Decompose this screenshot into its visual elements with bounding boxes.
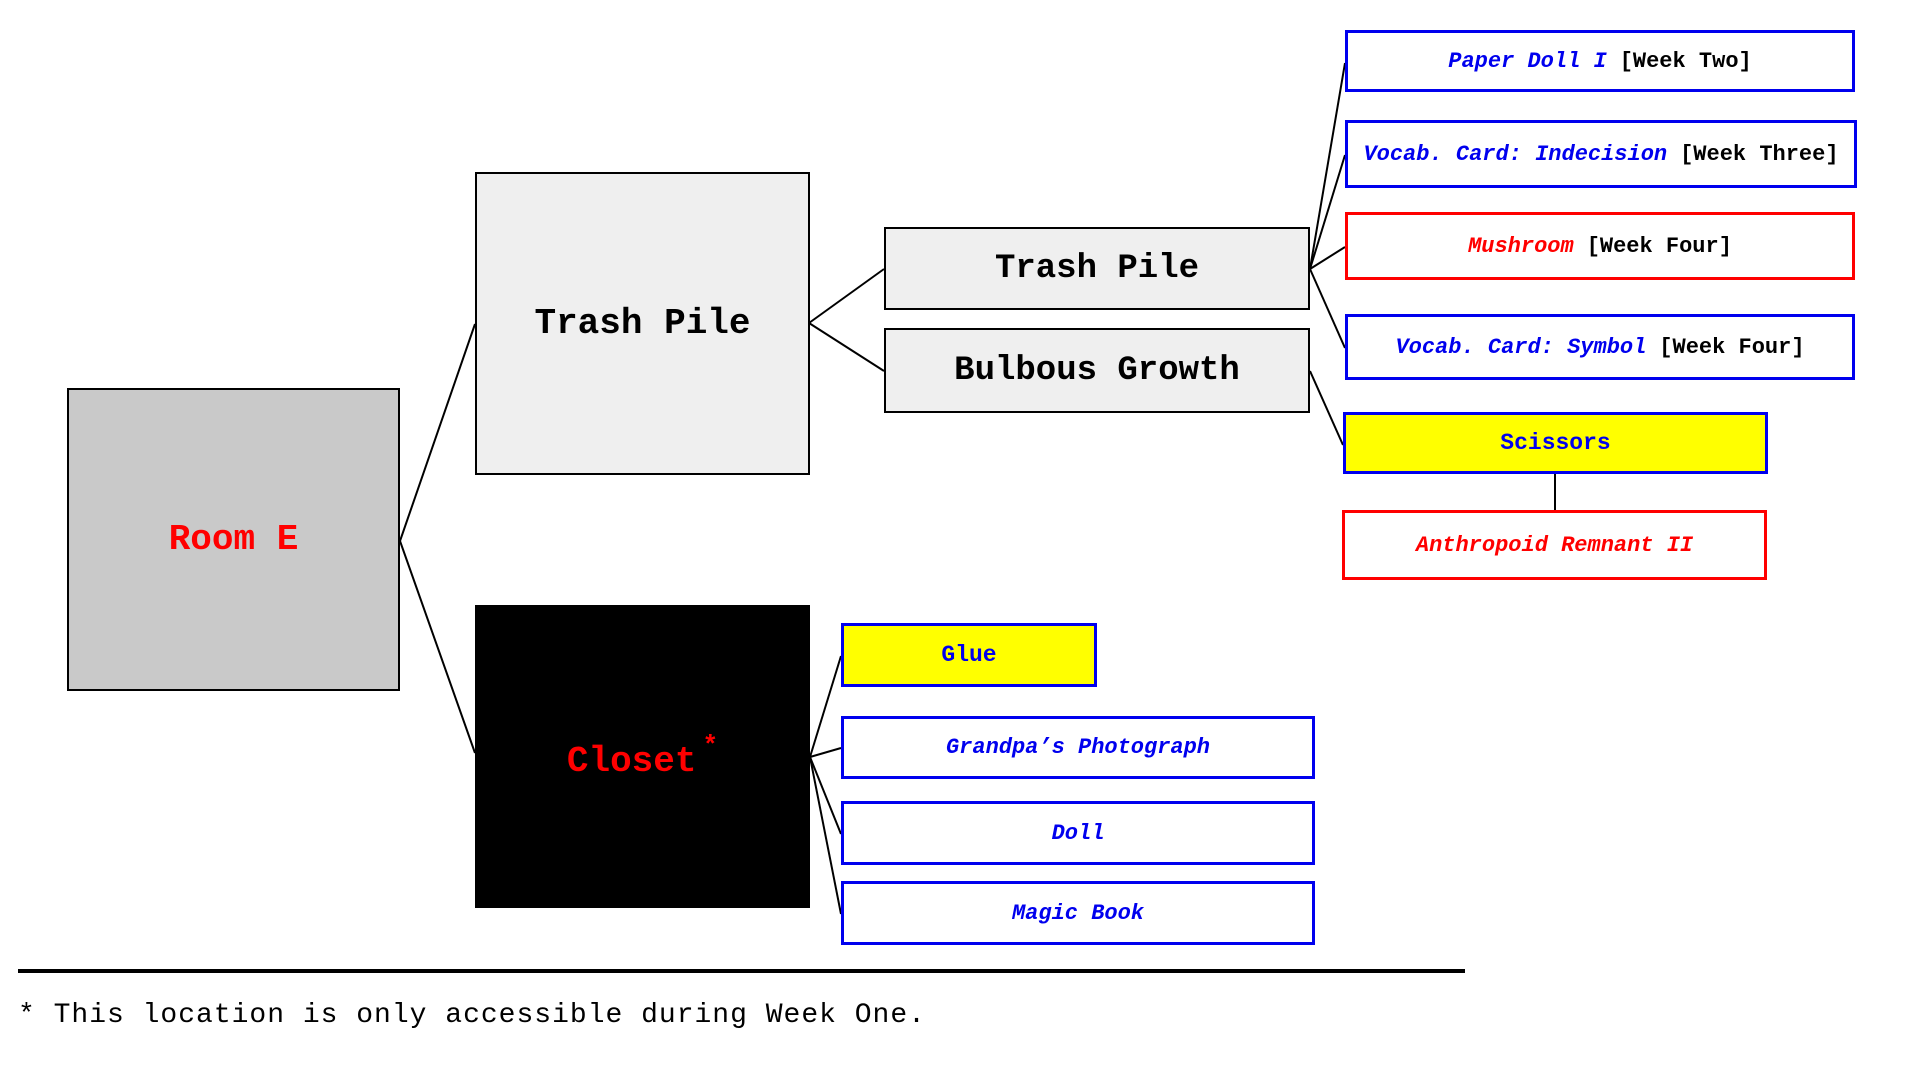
connector-trashpile-trashpilesub — [808, 268, 885, 324]
connector-closet-doll — [809, 756, 842, 835]
item-paper-doll-i-week: [Week Two] — [1619, 48, 1752, 74]
bulbous-growth-label: Bulbous Growth — [954, 351, 1240, 390]
item-mushroom-name: Mushroom — [1468, 233, 1574, 259]
room-e-label: Room E — [168, 519, 299, 560]
item-mushroom-week: [Week Four] — [1586, 233, 1732, 259]
item-magic-book: Magic Book — [841, 881, 1315, 945]
item-doll: Doll — [841, 801, 1315, 865]
connector-trashpile-bulbousgrowth — [808, 322, 885, 372]
item-glue-name: Glue — [941, 642, 997, 668]
closet-node: Closet* — [475, 605, 810, 908]
item-vocab-card-indecision-name: Vocab. Card: Indecision — [1363, 141, 1668, 167]
connector-roome-trashpile — [399, 323, 476, 542]
item-grandpas-photograph-name: Grandpa’s Photograph — [945, 735, 1211, 760]
closet-label-wrap: Closet* — [567, 731, 718, 782]
item-vocab-card-symbol: Vocab. Card: Symbol [Week Four] — [1345, 314, 1855, 380]
item-scissors: Scissors — [1343, 412, 1768, 474]
item-anthropoid-remnant-ii: Anthropoid Remnant II — [1342, 510, 1767, 580]
connector-trashpilesub-mushroom — [1309, 246, 1346, 270]
room-e-node: Room E — [67, 388, 400, 691]
footnote-divider — [18, 969, 1465, 973]
item-glue: Glue — [841, 623, 1097, 687]
trash-pile-sub-node: Trash Pile — [884, 227, 1310, 310]
connector-closet-magicbook — [809, 756, 842, 915]
footnote-text: * This location is only accessible durin… — [18, 1000, 926, 1031]
bulbous-growth-node: Bulbous Growth — [884, 328, 1310, 413]
item-paper-doll-i: Paper Doll I [Week Two] — [1345, 30, 1855, 92]
item-scissors-name: Scissors — [1500, 430, 1611, 456]
item-vocab-card-symbol-week: [Week Four] — [1659, 334, 1805, 360]
trash-pile-main-label: Trash Pile — [534, 303, 751, 344]
trash-pile-sub-label: Trash Pile — [994, 249, 1200, 288]
trash-pile-main-node: Trash Pile — [475, 172, 810, 475]
connector-roome-closet — [399, 540, 476, 754]
connector-bulbousgrowth-scissors — [1309, 370, 1344, 446]
connector-closet-glue — [809, 655, 842, 758]
item-magic-book-name: Magic Book — [1011, 900, 1145, 926]
closet-label: Closet — [566, 741, 697, 782]
connector-trashpilesub-vocabsymbol — [1309, 268, 1346, 349]
item-mushroom: Mushroom [Week Four] — [1345, 212, 1855, 280]
connector-trashpilesub-paperdoll — [1309, 62, 1346, 270]
connector-trashpilesub-vocabindecision — [1309, 154, 1346, 270]
item-vocab-card-symbol-name: Vocab. Card: Symbol — [1395, 334, 1647, 360]
item-grandpas-photograph: Grandpa’s Photograph — [841, 716, 1315, 779]
item-doll-name: Doll — [1051, 820, 1105, 846]
item-anthropoid-remnant-ii-name: Anthropoid Remnant II — [1415, 532, 1694, 558]
item-vocab-card-indecision-week: [Week Three] — [1680, 141, 1839, 167]
connector-closet-grandpasphotograph — [809, 747, 842, 758]
closet-footnote-marker: * — [702, 731, 719, 761]
item-vocab-card-indecision: Vocab. Card: Indecision [Week Three] — [1345, 120, 1857, 188]
item-paper-doll-i-name: Paper Doll I — [1448, 48, 1607, 74]
